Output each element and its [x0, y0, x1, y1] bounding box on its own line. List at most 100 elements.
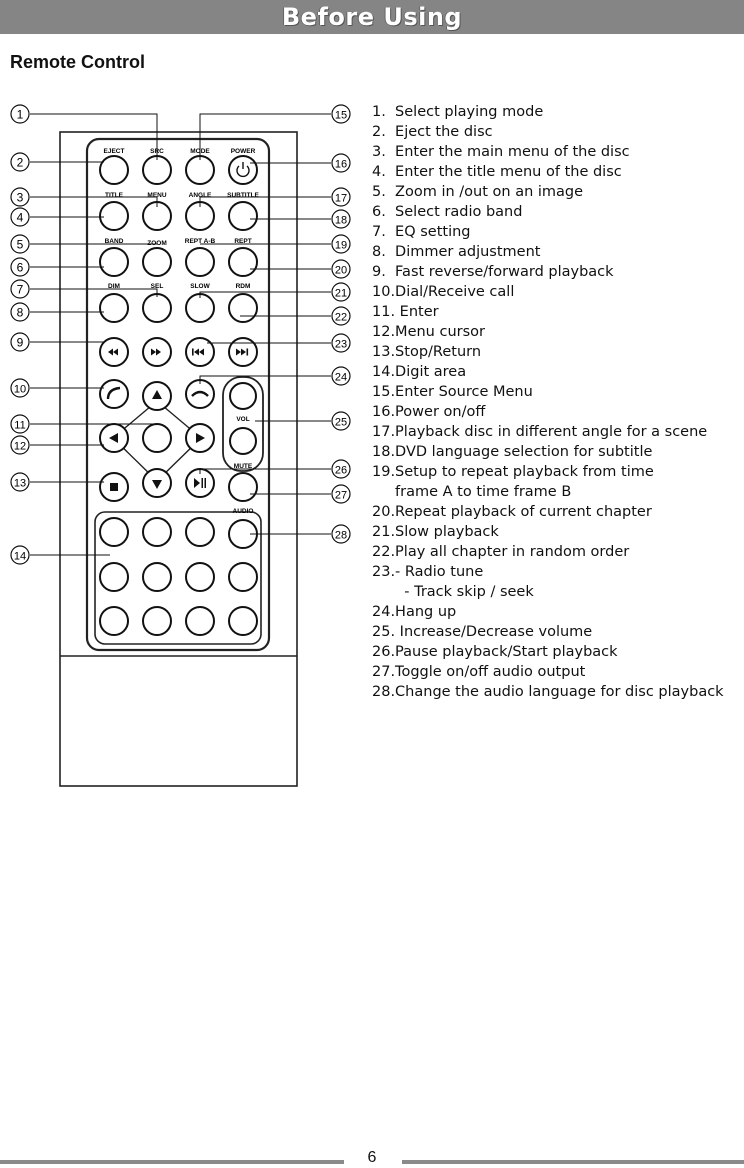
callout-marker: [331, 187, 351, 207]
mode-button[interactable]: [185, 155, 215, 185]
callout-number: 13: [14, 478, 26, 490]
callout-leader-line: [30, 113, 158, 160]
volume-down-button[interactable]: [229, 427, 257, 455]
legend-item: 22.Play all chapter in random order: [372, 544, 630, 560]
callout-number: 16: [335, 159, 347, 171]
callout-marker: [331, 282, 351, 302]
callout-leader-line: [30, 196, 158, 207]
down-arrow-icon: [152, 480, 162, 489]
callout-marker: [10, 302, 30, 322]
digit-button[interactable]: [185, 562, 215, 592]
legend-item: 16.Power on/off: [372, 404, 486, 420]
callout-number: 17: [335, 193, 347, 205]
callout-number: 2: [17, 156, 24, 170]
legend-item: 6. Select radio band: [372, 204, 523, 220]
callout-number: 7: [17, 283, 24, 297]
slow-button[interactable]: [185, 293, 215, 323]
callout-marker: [10, 472, 30, 492]
digit-button[interactable]: [142, 517, 172, 547]
phone-dial-icon: [106, 386, 121, 400]
digit-button[interactable]: [99, 517, 129, 547]
dim-button[interactable]: [99, 293, 129, 323]
next-icon: [246, 348, 249, 356]
callout-number: 21: [335, 288, 347, 300]
callout-marker: [10, 187, 30, 207]
digit-button[interactable]: [99, 606, 129, 636]
callout-leader-line: [199, 291, 331, 298]
src-button[interactable]: [142, 155, 172, 185]
rept-button[interactable]: [228, 247, 258, 277]
callout-marker: [331, 209, 351, 229]
legend-item: 13.Stop/Return: [372, 344, 482, 360]
footer-rule-right: [402, 1160, 744, 1164]
legend-item: 12.Menu cursor: [372, 324, 485, 340]
callout-number: 10: [14, 384, 26, 396]
hang-up-button[interactable]: [185, 379, 215, 409]
title-button[interactable]: [99, 201, 129, 231]
dial-button[interactable]: [99, 379, 129, 409]
callout-marker: [10, 378, 30, 398]
subtitle-button[interactable]: [228, 201, 258, 231]
previous-icon: [199, 348, 204, 356]
power-label: POWER: [231, 148, 256, 155]
legend-item: 18.DVD language selection for subtitle: [372, 444, 653, 460]
page-header-title: Before Using: [281, 3, 463, 31]
digit-button[interactable]: [142, 562, 172, 592]
power-button[interactable]: [228, 155, 258, 185]
callout-number: 6: [17, 261, 24, 275]
legend-item: frame A to time frame B: [372, 484, 572, 500]
digit-button[interactable]: [99, 562, 129, 592]
callout-marker: [331, 234, 351, 254]
rewind-icon: [113, 348, 118, 356]
legend-item: 10.Dial/Receive call: [372, 284, 515, 300]
remote-sleeve: [59, 131, 298, 787]
callout-number: 18: [335, 215, 347, 227]
ok-button[interactable]: [142, 423, 172, 453]
rdm-button[interactable]: [228, 293, 258, 323]
volume-rocker: [222, 376, 264, 472]
eject-button[interactable]: [99, 155, 129, 185]
callout-number: 23: [335, 339, 347, 351]
callout-number: 28: [335, 530, 347, 542]
digit-button[interactable]: [185, 606, 215, 636]
legend-item: 8. Dimmer adjustment: [372, 244, 541, 260]
callout-marker: [331, 484, 351, 504]
mute-label: MUTE: [234, 463, 253, 470]
digit-button[interactable]: [228, 606, 258, 636]
phone-hangup-icon: [191, 390, 209, 397]
next-icon: [241, 348, 246, 356]
digit-button[interactable]: [228, 562, 258, 592]
callout-marker: [10, 152, 30, 172]
callout-marker: [10, 435, 30, 455]
rewind-icon: [108, 348, 113, 356]
digit-button[interactable]: [185, 517, 215, 547]
callout-marker: [331, 333, 351, 353]
volume-up-button[interactable]: [229, 382, 257, 410]
next-icon: [236, 348, 241, 356]
mute-button[interactable]: [228, 472, 258, 502]
callout-number: 15: [335, 110, 347, 122]
legend-item: 20.Repeat playback of current chapter: [372, 504, 652, 520]
callout-marker: [10, 104, 30, 124]
sel-button[interactable]: [142, 293, 172, 323]
digit-button[interactable]: [142, 606, 172, 636]
callout-number: 27: [335, 490, 347, 502]
legend-item: 25. Increase/Decrease volume: [372, 624, 593, 640]
legend-item: 4. Enter the title menu of the disc: [372, 164, 622, 180]
callout-marker: [10, 414, 30, 434]
callout-leader-line: [199, 196, 331, 207]
callout-marker: [10, 207, 30, 227]
legend-item: 28.Change the audio language for disc pl…: [372, 684, 724, 700]
band-button[interactable]: [99, 247, 129, 277]
legend-item: 21.Slow playback: [372, 524, 499, 540]
callout-marker: [331, 459, 351, 479]
callout-number: 12: [14, 441, 26, 453]
legend-item: 26.Pause playback/Start playback: [372, 644, 618, 660]
title-label: TITLE: [105, 192, 124, 199]
callout-marker: [331, 411, 351, 431]
zoom-button[interactable]: [142, 247, 172, 277]
eject-label: EJECT: [104, 148, 125, 155]
callout-marker: [10, 332, 30, 352]
rept-ab-button[interactable]: [185, 247, 215, 277]
